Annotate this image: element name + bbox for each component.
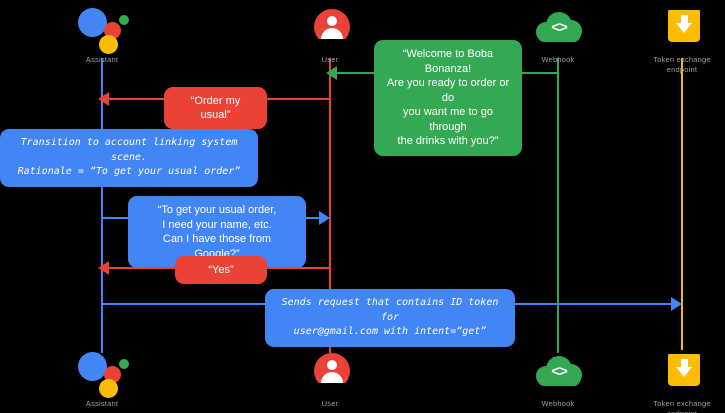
actor-token-endpoint-top: Token exchange endpoint — [627, 6, 725, 75]
message-bubble-order-my-usual: “Order my usual” — [164, 87, 267, 129]
google-assistant-icon — [72, 350, 132, 398]
actor-webhook-bottom: <> Webhook — [503, 350, 613, 409]
download-box-icon — [652, 350, 712, 396]
note-sends-request: Sends request that contains ID token for… — [265, 289, 515, 347]
message-bubble-welcome: “Welcome to Boba Bonanza! Are you ready … — [374, 40, 522, 156]
arrowhead-order-my-usual — [98, 92, 109, 106]
actor-label-webhook-bottom: Webhook — [541, 399, 575, 408]
cloud-code-icon: <> — [528, 6, 588, 52]
actor-label-assistant-top: Assistant — [85, 55, 119, 64]
arrowhead-yes — [98, 261, 109, 275]
message-bubble-yes: “Yes” — [175, 256, 267, 284]
actor-label-webhook-top: Webhook — [541, 55, 575, 64]
lifeline-token-endpoint — [681, 58, 683, 353]
lifeline-webhook — [557, 58, 559, 353]
actor-label-token-endpoint-bottom: Token exchange endpoint — [653, 399, 711, 413]
code-brackets-glyph: <> — [551, 19, 568, 36]
actor-assistant-top: Assistant — [47, 6, 157, 65]
code-brackets-glyph: <> — [551, 363, 568, 380]
user-avatar-icon — [300, 6, 360, 52]
lifeline-user — [329, 58, 331, 353]
actor-label-assistant-bottom: Assistant — [85, 399, 119, 408]
download-box-icon — [652, 6, 712, 52]
arrowhead-need-your-name — [319, 211, 330, 225]
actor-webhook-top: <> Webhook — [503, 6, 613, 65]
arrowhead-welcome — [326, 66, 337, 80]
user-avatar-icon — [300, 350, 360, 396]
actor-token-endpoint-bottom: Token exchange endpoint — [627, 350, 725, 413]
cloud-code-icon: <> — [528, 350, 588, 396]
google-assistant-icon — [72, 6, 132, 54]
actor-label-user-bottom: User — [321, 399, 339, 408]
actor-label-user-top: User — [321, 55, 339, 64]
arrowhead-sends-request — [671, 297, 682, 311]
actor-user-bottom: User — [275, 350, 385, 409]
actor-user-top: User — [275, 6, 385, 65]
lifeline-assistant — [101, 58, 103, 353]
actor-assistant-bottom: Assistant — [47, 350, 157, 409]
note-transition-account-linking: Transition to account linking system sce… — [0, 129, 258, 187]
actor-label-token-endpoint-top: Token exchange endpoint — [653, 55, 711, 74]
